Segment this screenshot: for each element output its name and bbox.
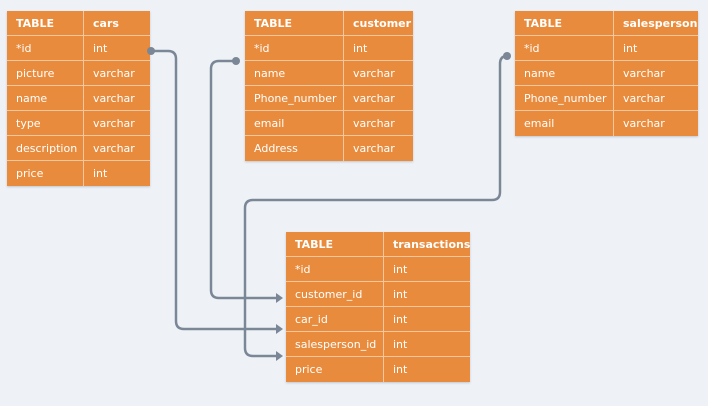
- connector-arrowhead-customer-id: [276, 293, 283, 303]
- connector-dot-salesperson: [503, 52, 511, 60]
- column-name: *id: [515, 36, 614, 61]
- column-name: price: [286, 357, 384, 382]
- connector-dot-customer: [232, 57, 240, 65]
- column-name: salesperson_id: [286, 332, 384, 357]
- table-name: customer: [344, 11, 413, 36]
- table-header-label: TABLE: [7, 11, 84, 36]
- column-type: int: [384, 332, 470, 357]
- table-name: salesperson: [614, 11, 698, 36]
- column-name: type: [7, 111, 84, 136]
- column-name: customer_id: [286, 282, 384, 307]
- table-name: cars: [84, 11, 150, 36]
- column-name: email: [245, 111, 344, 136]
- column-type: int: [344, 36, 413, 61]
- column-type: int: [384, 357, 470, 382]
- table-name: transactions: [384, 232, 470, 257]
- column-type: varchar: [344, 136, 413, 161]
- column-name: name: [245, 61, 344, 86]
- column-type: int: [384, 307, 470, 332]
- column-type: int: [384, 257, 470, 282]
- column-type: varchar: [614, 111, 698, 136]
- column-type: int: [384, 282, 470, 307]
- column-name: Phone_number: [245, 86, 344, 111]
- column-type: varchar: [84, 136, 150, 161]
- column-type: varchar: [344, 61, 413, 86]
- column-type: int: [614, 36, 698, 61]
- column-type: varchar: [84, 86, 150, 111]
- column-name: Address: [245, 136, 344, 161]
- column-type: int: [84, 36, 150, 61]
- connector-arrowhead-salesperson-id: [276, 351, 283, 361]
- column-name: description: [7, 136, 84, 161]
- column-type: varchar: [84, 61, 150, 86]
- column-name: *id: [7, 36, 84, 61]
- column-name: picture: [7, 61, 84, 86]
- column-type: varchar: [84, 111, 150, 136]
- column-name: Phone_number: [515, 86, 614, 111]
- column-name: name: [515, 61, 614, 86]
- column-name: *id: [245, 36, 344, 61]
- column-type: varchar: [614, 61, 698, 86]
- table-header-label: TABLE: [245, 11, 344, 36]
- table-header-label: TABLE: [515, 11, 614, 36]
- column-name: name: [7, 86, 84, 111]
- column-name: price: [7, 161, 84, 186]
- column-type: varchar: [344, 86, 413, 111]
- column-name: email: [515, 111, 614, 136]
- column-type: varchar: [614, 86, 698, 111]
- connector-arrowhead-car-id: [276, 324, 283, 334]
- column-name: car_id: [286, 307, 384, 332]
- column-type: varchar: [344, 111, 413, 136]
- table-header-label: TABLE: [286, 232, 384, 257]
- column-name: *id: [286, 257, 384, 282]
- column-type: int: [84, 161, 150, 186]
